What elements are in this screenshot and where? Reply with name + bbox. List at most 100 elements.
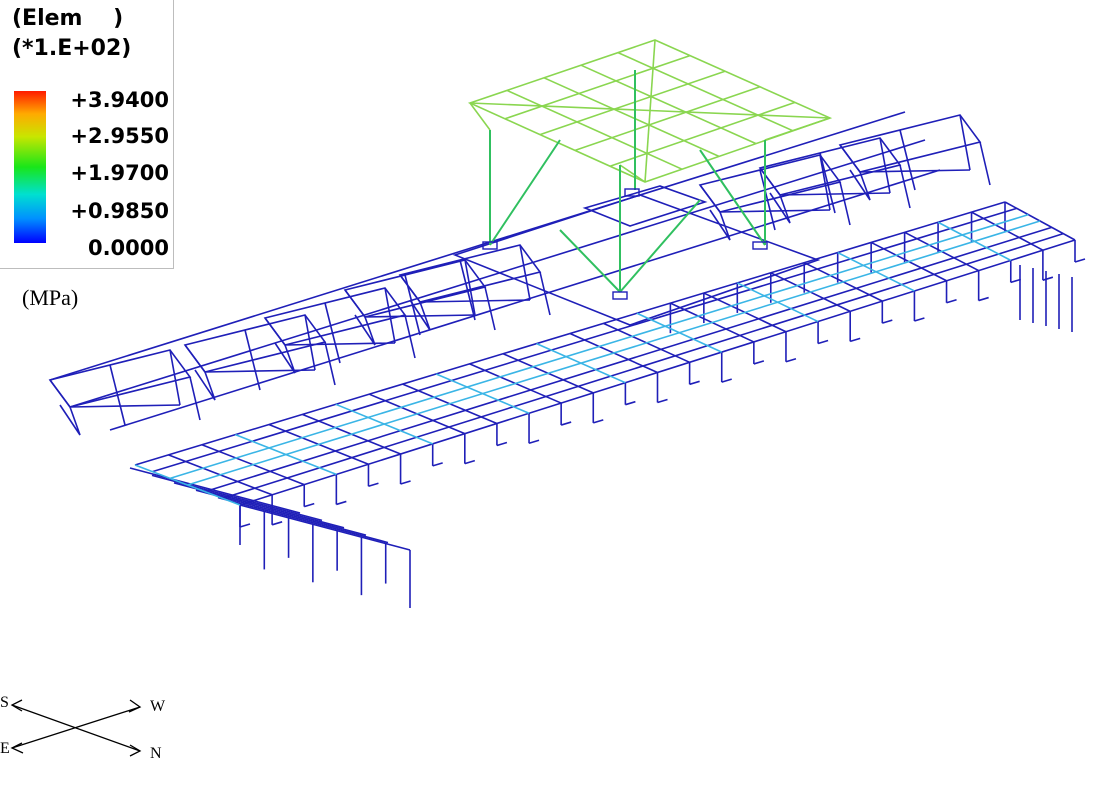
member: [284, 342, 396, 346]
arrow-n-icon: [129, 744, 142, 757]
member: [336, 500, 347, 506]
member: [785, 357, 797, 363]
member: [368, 482, 379, 487]
legend-label-max: +3.9400: [70, 88, 169, 112]
member: [399, 274, 431, 331]
member: [979, 141, 991, 186]
member: [779, 192, 891, 196]
member: [489, 139, 561, 246]
member: [324, 341, 336, 386]
member: [580, 64, 757, 145]
member: [619, 199, 701, 293]
member: [134, 201, 1006, 466]
member: [400, 480, 411, 485]
member: [344, 289, 376, 346]
member: [978, 296, 989, 302]
member: [839, 181, 851, 226]
member: [819, 154, 831, 211]
member: [222, 232, 1064, 500]
member: [849, 337, 861, 343]
member: [506, 89, 683, 170]
member: [169, 213, 1029, 480]
member: [69, 139, 926, 408]
member: [49, 111, 906, 381]
member: [419, 299, 531, 303]
member: [689, 380, 700, 386]
legend-label-2: +2.9550: [70, 124, 169, 148]
member: [759, 169, 776, 231]
member: [484, 286, 496, 331]
stress-unit: (MPa): [22, 285, 79, 310]
member: [398, 244, 542, 303]
compass-label-w: W: [150, 698, 166, 715]
stress-legend: (Elem ) (*1.E+02) +3.9400 +2.9550 +1.970…: [0, 0, 174, 269]
member: [560, 421, 572, 426]
member: [946, 299, 957, 304]
member: [899, 129, 916, 191]
color-scale-bar: [14, 91, 46, 243]
member: [239, 523, 251, 528]
member: [239, 504, 411, 551]
member: [464, 459, 476, 465]
member: [304, 314, 316, 371]
member: [152, 207, 1017, 473]
legend-label-min: 0.0000: [87, 236, 169, 260]
support-node: [612, 291, 628, 300]
member: [1042, 276, 1054, 281]
support-node: [482, 241, 498, 250]
member: [469, 102, 491, 131]
member: [539, 70, 726, 136]
arrow-s-icon: [10, 699, 23, 712]
compass-label-s: S: [0, 694, 9, 711]
member: [882, 319, 893, 324]
member: [1074, 258, 1086, 263]
member: [204, 226, 1052, 493]
member: [625, 400, 636, 406]
member: [69, 404, 181, 408]
member: [109, 169, 941, 431]
mid-stress-members: [134, 213, 1041, 506]
member: [384, 287, 396, 344]
member: [1010, 278, 1021, 284]
member: [543, 77, 720, 158]
member: [169, 349, 181, 406]
member: [582, 185, 708, 227]
member: [657, 398, 668, 404]
member: [204, 369, 316, 373]
member: [859, 169, 971, 173]
member: [504, 54, 691, 120]
member: [129, 467, 301, 514]
member: [324, 302, 341, 364]
support-nodes: [482, 188, 768, 300]
member: [644, 39, 656, 183]
member: [217, 496, 389, 544]
legend-title: (Elem ): [12, 6, 124, 31]
member: [593, 419, 604, 424]
member: [109, 364, 126, 426]
member: [432, 462, 443, 467]
member: [452, 194, 821, 326]
low-stress-members: [48, 111, 1086, 608]
member: [187, 220, 1041, 486]
member: [184, 344, 216, 401]
legend-label-3: +1.9700: [70, 161, 169, 185]
legend-label-4: +0.9850: [70, 199, 169, 223]
member: [899, 164, 911, 209]
member: [464, 259, 476, 316]
member: [959, 114, 971, 171]
member: [721, 378, 732, 383]
member: [528, 439, 540, 445]
member: [914, 317, 925, 322]
legend-scale: (*1.E+02): [12, 36, 132, 61]
member: [574, 86, 761, 152]
member: [264, 317, 296, 374]
member: [496, 441, 508, 447]
arrow-e-icon: [10, 742, 24, 754]
member: [559, 229, 621, 293]
member: [609, 101, 796, 167]
member: [839, 144, 871, 201]
member: [764, 117, 831, 141]
member: [699, 149, 766, 246]
member: [519, 244, 531, 301]
member: [271, 521, 283, 526]
